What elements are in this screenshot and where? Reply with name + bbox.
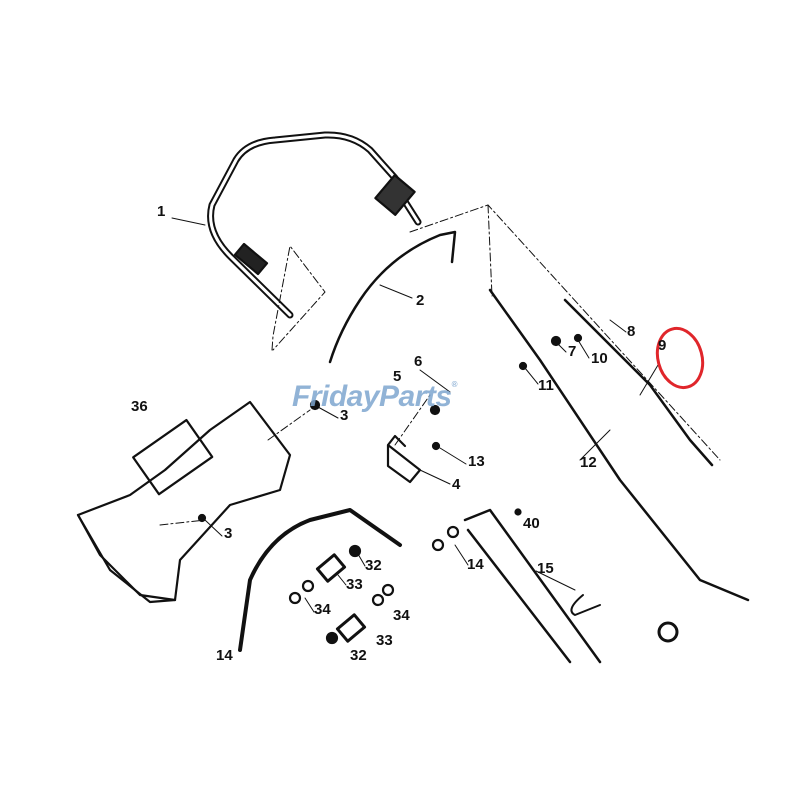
callout-part-14: 14: [216, 647, 233, 664]
callout-part-36: 36: [131, 398, 148, 415]
leader-lines: [171, 217, 659, 613]
callout-part-34: 34: [393, 607, 410, 624]
callout-part-3: 3: [224, 525, 233, 542]
highlight-circle-part-9: [655, 326, 705, 390]
callout-part-9: 9: [658, 337, 667, 354]
lower-handle-part-36: [76, 400, 292, 604]
callout-part-40: 40: [523, 515, 540, 532]
callout-part-33: 33: [346, 576, 363, 593]
lower-arm: [463, 508, 602, 664]
callout-part-4: 4: [452, 476, 461, 493]
callout-part-15: 15: [537, 560, 554, 577]
callout-part-10: 10: [591, 350, 608, 367]
callout-part-32: 32: [350, 647, 367, 664]
hardware-pieces: [197, 333, 583, 645]
fridayparts-watermark: FridayParts®: [292, 380, 458, 414]
callout-part-14: 14: [467, 556, 484, 573]
callout-part-3: 3: [340, 407, 349, 424]
callout-part-6: 6: [414, 353, 423, 370]
registered-mark: ®: [451, 380, 458, 389]
callout-part-5: 5: [393, 368, 402, 385]
callout-part-11: 11: [538, 377, 554, 394]
dashed-guides: [159, 204, 721, 526]
upper-handle-part-1: [207, 131, 422, 319]
callout-part-12: 12: [580, 454, 597, 471]
knob: [657, 621, 679, 643]
bracket-part-4: [386, 434, 422, 484]
callout-part-13: 13: [468, 453, 485, 470]
cable-part-9: [563, 298, 714, 467]
watermark-text: FridayParts: [292, 380, 452, 413]
callout-part-1: 1: [157, 203, 166, 220]
callout-part-34: 34: [314, 601, 331, 618]
callout-part-33: 33: [376, 632, 393, 649]
cable-part-12: [488, 288, 750, 602]
wire-clip-part-15: [570, 594, 601, 616]
callout-part-32: 32: [365, 557, 382, 574]
callout-part-8: 8: [627, 323, 636, 340]
lower-frame: [238, 508, 402, 652]
bail-wire-part-2: [328, 230, 457, 364]
washers: [288, 525, 460, 607]
spring-part-33: [315, 553, 367, 643]
callout-part-2: 2: [416, 292, 425, 309]
callout-part-7: 7: [568, 343, 577, 360]
